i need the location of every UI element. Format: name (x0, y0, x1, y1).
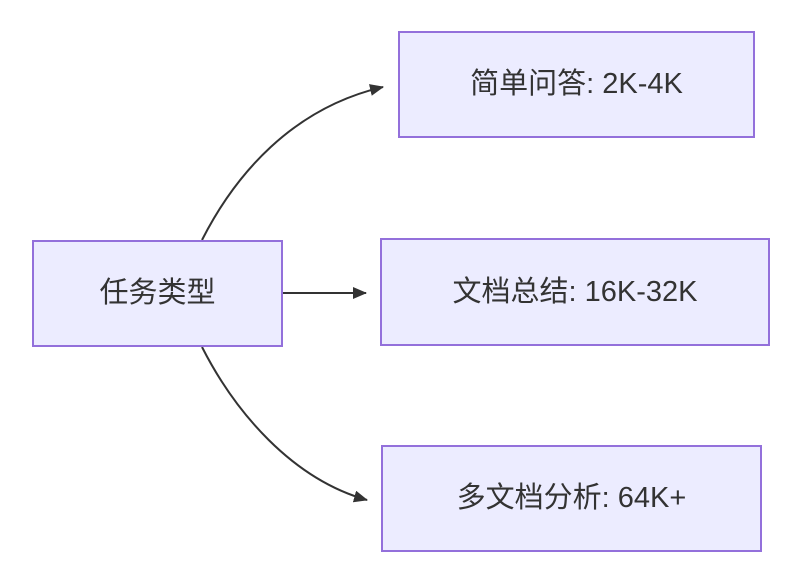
node-simple-qa-label: 简单问答: 2K-4K (470, 68, 683, 100)
node-multi-doc-label: 多文档分析: 64K+ (456, 482, 687, 514)
node-simple-qa: 简单问答: 2K-4K (398, 31, 755, 138)
node-task-type: 任务类型 (32, 240, 283, 347)
node-doc-summary: 文档总结: 16K-32K (380, 238, 770, 346)
node-multi-doc: 多文档分析: 64K+ (381, 445, 762, 552)
node-doc-summary-label: 文档总结: 16K-32K (452, 275, 698, 308)
edge-task-to-simple-qa (201, 84, 384, 241)
node-task-type-label: 任务类型 (99, 277, 216, 309)
edge-task-to-multi-doc (201, 346, 368, 503)
